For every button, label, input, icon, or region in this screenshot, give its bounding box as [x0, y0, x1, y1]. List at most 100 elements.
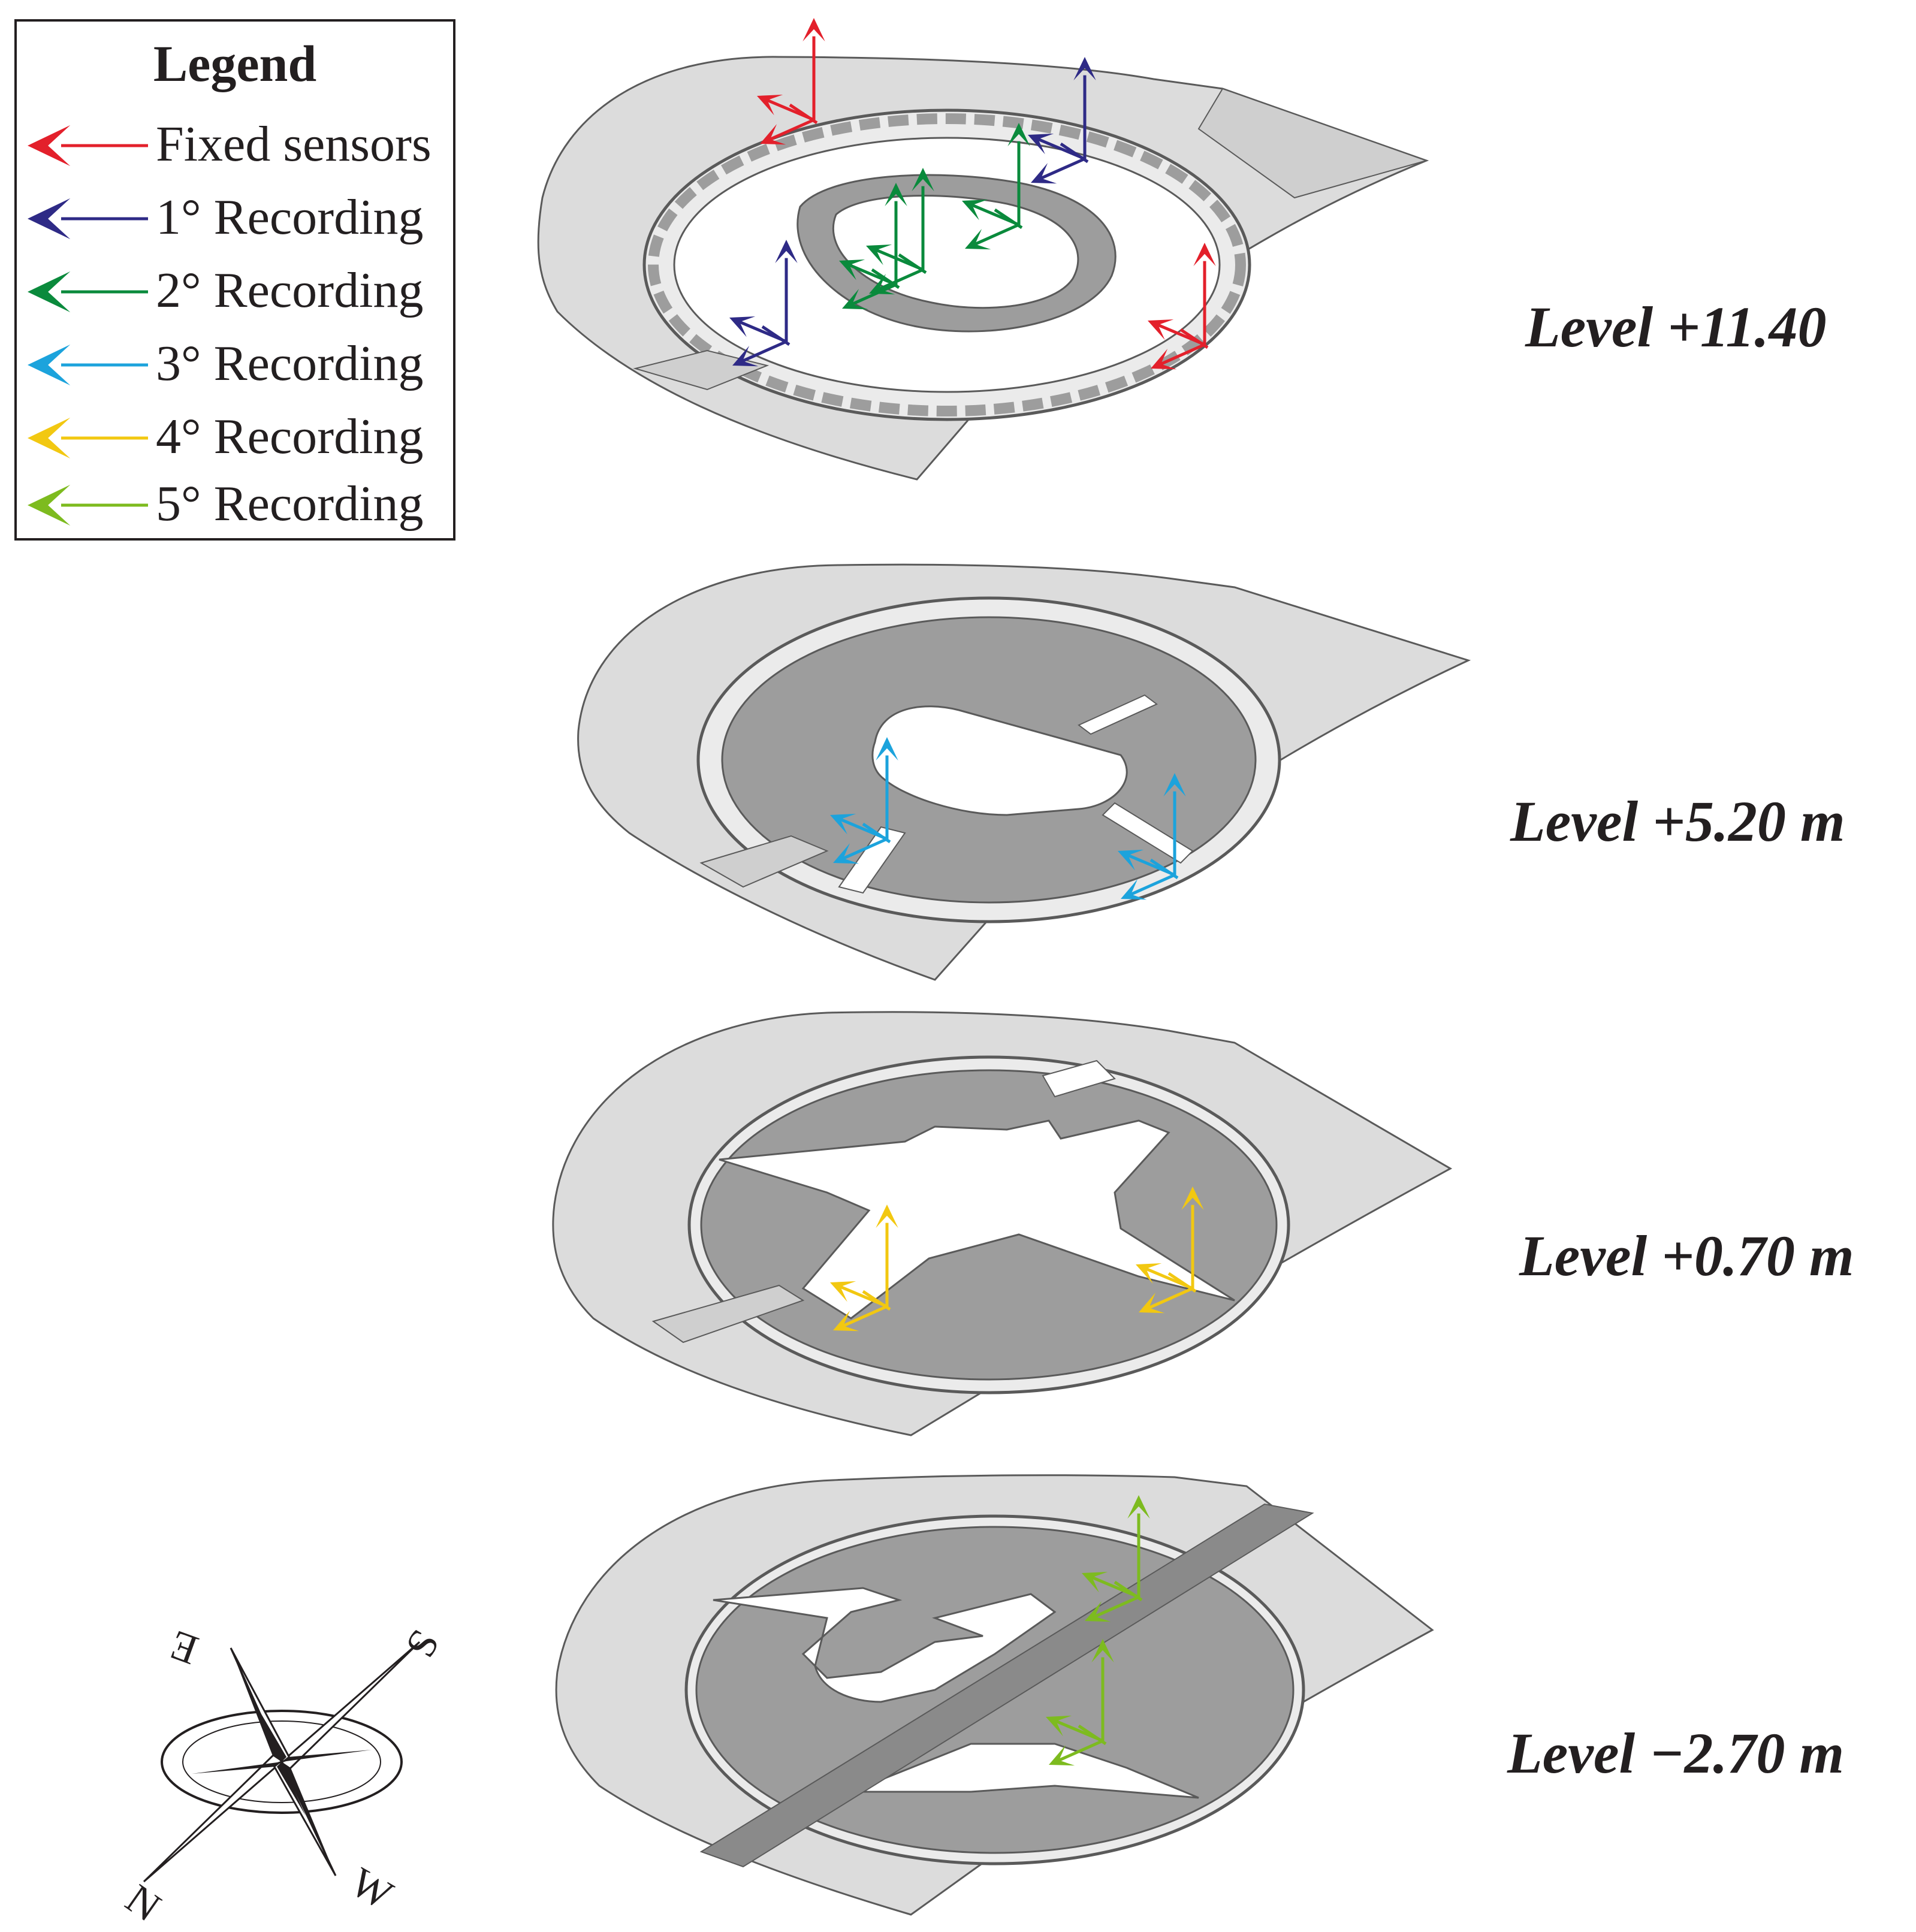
arrow-shaft: [769, 118, 815, 141]
legend-arrow-icon: [28, 344, 148, 386]
arrow-shaft: [862, 822, 891, 844]
bridge-east: [1102, 802, 1194, 864]
legend-title: Legend: [153, 35, 317, 92]
arrow-shaft: [1148, 1287, 1194, 1310]
sensor-marker: [830, 1205, 898, 1332]
legend-item-recording-5: 5° Recording: [25, 471, 451, 537]
floor-plan-level-11-40: [537, 56, 1429, 481]
arrow-shaft: [1060, 142, 1089, 164]
arrow-shaft: [1094, 1595, 1140, 1619]
legend-item-recording-2: 2° Recording: [25, 258, 451, 324]
arrow-shaft: [842, 837, 888, 861]
legend-label: 3° Recording: [156, 336, 424, 391]
sensor-marker: [839, 183, 907, 310]
sensor-marker: [1046, 1639, 1114, 1766]
legend-arrow-icon: [28, 417, 148, 459]
legend-arrow-icon: [28, 125, 148, 167]
floor-plan-level-0-70: [552, 1011, 1453, 1436]
arrow-head: [1118, 849, 1144, 871]
compass-label-w: W: [343, 1859, 400, 1919]
compass-label-n: N: [117, 1876, 169, 1931]
arrow-shaft: [1058, 1739, 1104, 1762]
legend-item-recording-3: 3° Recording: [25, 331, 451, 397]
arrow-head: [965, 229, 991, 250]
legend-label: Fixed sensors: [156, 116, 432, 172]
arrow-head: [912, 168, 934, 192]
north-opening: [1042, 1059, 1116, 1098]
south-void: [850, 1743, 1199, 1799]
sensor-marker: [1082, 1495, 1150, 1622]
entrance-ramp: [699, 835, 829, 888]
arrow-shaft: [1160, 343, 1206, 366]
legend: Legend Fixed sensors 1° Recording 2° Rec…: [14, 19, 455, 541]
entrance-ramp: [651, 1284, 805, 1344]
sensor-marker: [1118, 773, 1186, 900]
arrow-head: [1046, 1715, 1072, 1737]
arrow-head: [28, 125, 71, 167]
ring-niches: [648, 113, 1246, 416]
arrow-head: [1091, 1639, 1114, 1663]
arrow-head: [1085, 1601, 1111, 1622]
level-label-5-20: Level +5.20 m: [1510, 789, 1845, 853]
arrow-head: [802, 18, 825, 42]
arrow-head: [830, 813, 856, 835]
arrow-head: [885, 183, 907, 207]
arrow-shaft: [761, 325, 790, 346]
legend-arrow-icon: [28, 484, 148, 526]
arrow-shaft: [862, 1290, 891, 1311]
sensor-marker: [1148, 243, 1216, 370]
arrow-head: [1082, 1571, 1108, 1593]
arrow-head: [28, 484, 71, 526]
arrow-head: [1031, 163, 1057, 184]
compass-label-s: S: [397, 1622, 448, 1665]
legend-arrow-icon: [28, 198, 148, 240]
level-label-0-70: Level +0.70 m: [1519, 1224, 1854, 1288]
sensor-marker: [729, 240, 798, 367]
floor-plan-level-5-20: [577, 563, 1471, 981]
arrow-shaft: [898, 253, 927, 274]
arrow-head: [760, 124, 786, 145]
sensor-marker: [1028, 57, 1096, 184]
arrow-head: [1028, 133, 1054, 155]
arrow-shaft: [789, 103, 818, 125]
arrow-shaft: [871, 268, 900, 289]
bridge-north: [1078, 694, 1158, 735]
arrow-head: [1163, 773, 1186, 797]
compass-ring-inner: [182, 1720, 381, 1803]
legend-label: 4° Recording: [156, 409, 424, 464]
arrow-head: [833, 1311, 859, 1332]
legend-item-recording-1: 1° Recording: [25, 185, 451, 250]
arrow-head: [28, 344, 71, 386]
arrow-head: [732, 346, 759, 367]
arrow-head: [757, 94, 783, 116]
arrow-head: [1151, 349, 1177, 370]
underground-corridor: [699, 1503, 1314, 1868]
arrow-shaft: [1078, 1724, 1107, 1746]
entrance-ramp: [633, 349, 770, 391]
sensor-marker: [757, 18, 825, 145]
east-ramp: [1197, 87, 1429, 199]
arrow-head: [1007, 123, 1030, 147]
arrow-head: [1073, 57, 1096, 81]
arrow-head: [1121, 879, 1147, 900]
arrow-head: [1136, 1263, 1162, 1284]
arrow-shaft: [1149, 858, 1179, 880]
arrow-shaft: [974, 223, 1020, 246]
floor-plan-level-minus-2-70: [555, 1474, 1434, 1916]
arrow-head: [962, 199, 988, 221]
arrow-head: [1193, 243, 1216, 267]
arrow-shaft: [878, 268, 924, 291]
arrow-head: [839, 259, 865, 280]
compass-rose-icon: N E S W: [117, 1621, 448, 1931]
sensor-arrows: [729, 18, 1216, 1766]
arrow-shaft: [1130, 873, 1176, 896]
arrow-shaft: [1167, 1272, 1197, 1293]
arrow-head: [876, 1205, 898, 1228]
level-label-minus-2-70: Level −2.70 m: [1507, 1721, 1844, 1785]
arrow-shaft: [1179, 328, 1209, 349]
cross-void: [719, 1119, 1235, 1320]
arrow-head: [842, 289, 868, 310]
arrow-head: [1049, 1745, 1075, 1766]
